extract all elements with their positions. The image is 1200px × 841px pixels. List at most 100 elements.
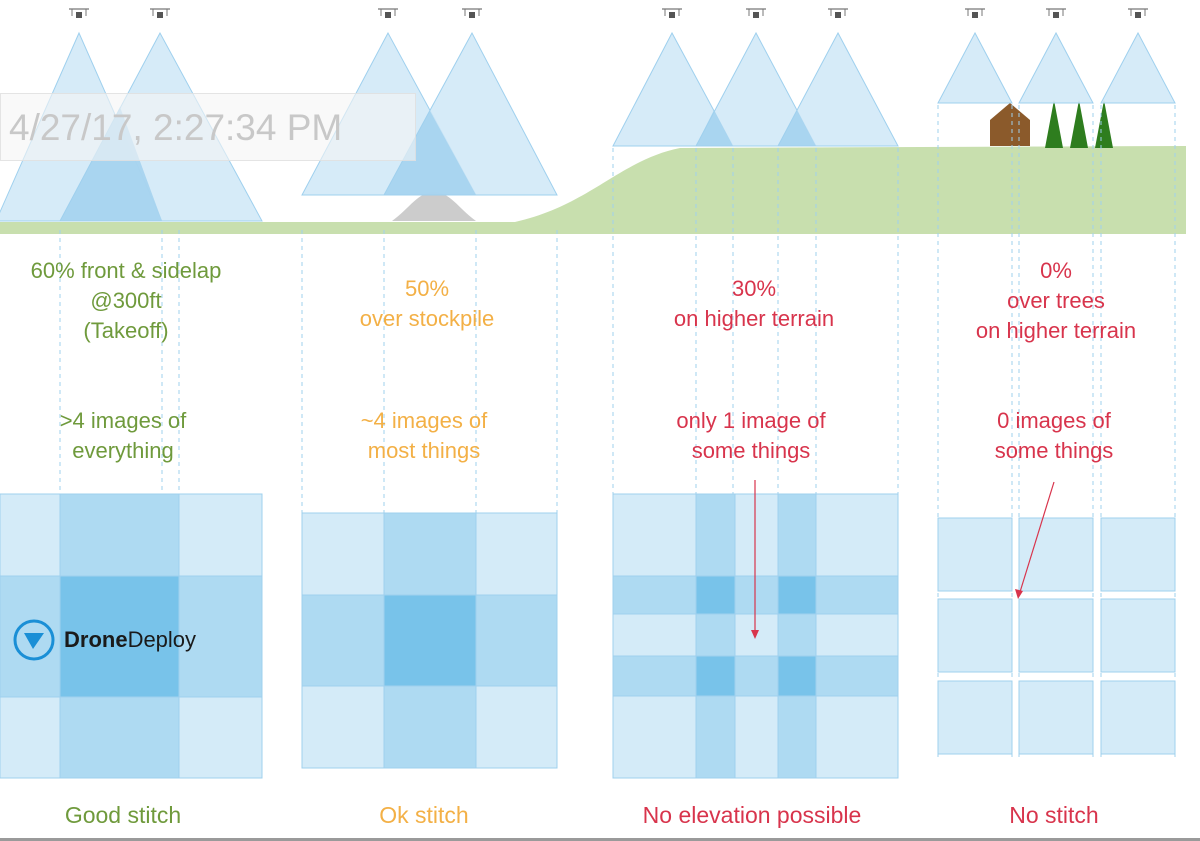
cone-overlap bbox=[778, 110, 816, 146]
grid-tile bbox=[301, 594, 385, 687]
grid-tile bbox=[695, 655, 736, 697]
grid-tile bbox=[777, 575, 817, 615]
grid-tile bbox=[59, 696, 180, 779]
grid-tile bbox=[178, 696, 263, 779]
camera-cone bbox=[612, 31, 734, 147]
grid-tile bbox=[59, 493, 180, 577]
grid-tile bbox=[475, 512, 558, 596]
grid-tile bbox=[695, 493, 736, 577]
result-label: No elevation possible bbox=[642, 802, 862, 828]
cone-overlap bbox=[696, 110, 733, 146]
terrain bbox=[0, 146, 1186, 234]
cone-overlap bbox=[60, 107, 162, 221]
drone-icon bbox=[1128, 8, 1148, 18]
grid-tile bbox=[1100, 598, 1176, 673]
images-label: 0 images of some things bbox=[938, 406, 1170, 466]
grid-tile bbox=[612, 655, 697, 697]
tree-icon bbox=[1095, 100, 1113, 148]
grid-tile bbox=[734, 493, 779, 577]
images-line: ~4 images of bbox=[360, 408, 488, 433]
overlap-line: on higher terrain bbox=[673, 306, 835, 331]
tile-grid-ok bbox=[301, 512, 558, 769]
images-label: ~4 images of most things bbox=[302, 406, 546, 466]
grid-tile bbox=[937, 598, 1013, 673]
grid-tile bbox=[777, 695, 817, 779]
tree-icon bbox=[1045, 100, 1063, 148]
grid-tile bbox=[734, 575, 779, 615]
grid-tile bbox=[1018, 680, 1094, 755]
grid-tile bbox=[612, 613, 697, 657]
timestamp-overlay: 4/27/17, 2:27:34 PM bbox=[0, 93, 416, 161]
grid-tile bbox=[59, 575, 180, 698]
grid-tile bbox=[383, 512, 477, 596]
overlap-line: over trees bbox=[1007, 288, 1105, 313]
overlap-line: @300ft bbox=[90, 288, 162, 313]
camera-cone bbox=[777, 31, 899, 147]
drone-icon bbox=[746, 8, 766, 18]
images-line: 0 images of bbox=[997, 408, 1111, 433]
grid-tile bbox=[383, 685, 477, 769]
grid-tile bbox=[815, 695, 899, 779]
overlap-line: on higher terrain bbox=[975, 318, 1137, 343]
grid-tile bbox=[734, 695, 779, 779]
tile-grid-partial bbox=[612, 493, 899, 779]
dronedeploy-logo: DroneDeploy bbox=[12, 617, 196, 663]
grid-tile bbox=[612, 695, 697, 779]
gap-arrow-head bbox=[1015, 589, 1023, 599]
drone-icon bbox=[662, 8, 682, 18]
images-line: only 1 image of bbox=[676, 408, 826, 433]
camera-cone bbox=[937, 31, 1013, 104]
camera-cone bbox=[695, 31, 817, 147]
overlap-label: 30% on higher terrain bbox=[612, 274, 896, 334]
grid-tile bbox=[777, 493, 817, 577]
cone-overlap bbox=[384, 111, 476, 195]
drone-icon bbox=[150, 8, 170, 18]
overlap-line: 50% bbox=[404, 276, 450, 301]
images-line: everything bbox=[72, 438, 174, 463]
drone-icon bbox=[378, 8, 398, 18]
house-icon bbox=[990, 103, 1030, 146]
grid-tile bbox=[734, 655, 779, 697]
grid-tile bbox=[815, 613, 899, 657]
grid-tile bbox=[937, 680, 1013, 755]
grid-tile bbox=[383, 594, 477, 687]
drone-icons bbox=[69, 8, 1148, 18]
grid-tile bbox=[1018, 598, 1094, 673]
result-label: Good stitch bbox=[64, 802, 182, 828]
grid-tile bbox=[301, 512, 385, 596]
images-line: some things bbox=[994, 438, 1114, 463]
grid-tile bbox=[695, 575, 736, 615]
grid-tile bbox=[0, 696, 61, 779]
overlap-line: 0% bbox=[1040, 258, 1072, 283]
gap-arrow bbox=[1019, 481, 1055, 593]
drone-icon bbox=[828, 8, 848, 18]
overlap-line: 60% front & sidelap bbox=[30, 258, 222, 283]
grid-tile bbox=[695, 695, 736, 779]
grid-tile bbox=[815, 575, 899, 615]
grid-tile bbox=[475, 594, 558, 687]
grid-tile bbox=[0, 493, 61, 577]
overlap-line: over stockpile bbox=[359, 306, 495, 331]
grid-tile bbox=[1100, 680, 1176, 755]
dronedeploy-logo-icon bbox=[13, 619, 55, 661]
overlap-line: 30% bbox=[731, 276, 777, 301]
grid-tile bbox=[612, 493, 697, 577]
grid-tile bbox=[1018, 517, 1094, 592]
bottom-border bbox=[0, 838, 1200, 841]
overlap-label: 60% front & sidelap @300ft (Takeoff) bbox=[0, 256, 252, 346]
grid-tile bbox=[1100, 517, 1176, 592]
stockpile bbox=[392, 192, 476, 221]
images-label: >4 images of everything bbox=[0, 406, 246, 466]
result-label: No stitch bbox=[1009, 802, 1099, 828]
drone-icon bbox=[462, 8, 482, 18]
grid-tile bbox=[475, 685, 558, 769]
overlap-label: 0% over trees on higher terrain bbox=[938, 256, 1174, 346]
tile-grid-gaps bbox=[937, 517, 1176, 755]
grid-tile bbox=[815, 493, 899, 577]
grid-tile bbox=[777, 613, 817, 657]
camera-cone bbox=[1018, 31, 1094, 104]
grid-tile bbox=[612, 575, 697, 615]
result-label: Ok stitch bbox=[379, 802, 469, 828]
camera-cone bbox=[1100, 31, 1176, 104]
tile-grids bbox=[0, 493, 1176, 779]
